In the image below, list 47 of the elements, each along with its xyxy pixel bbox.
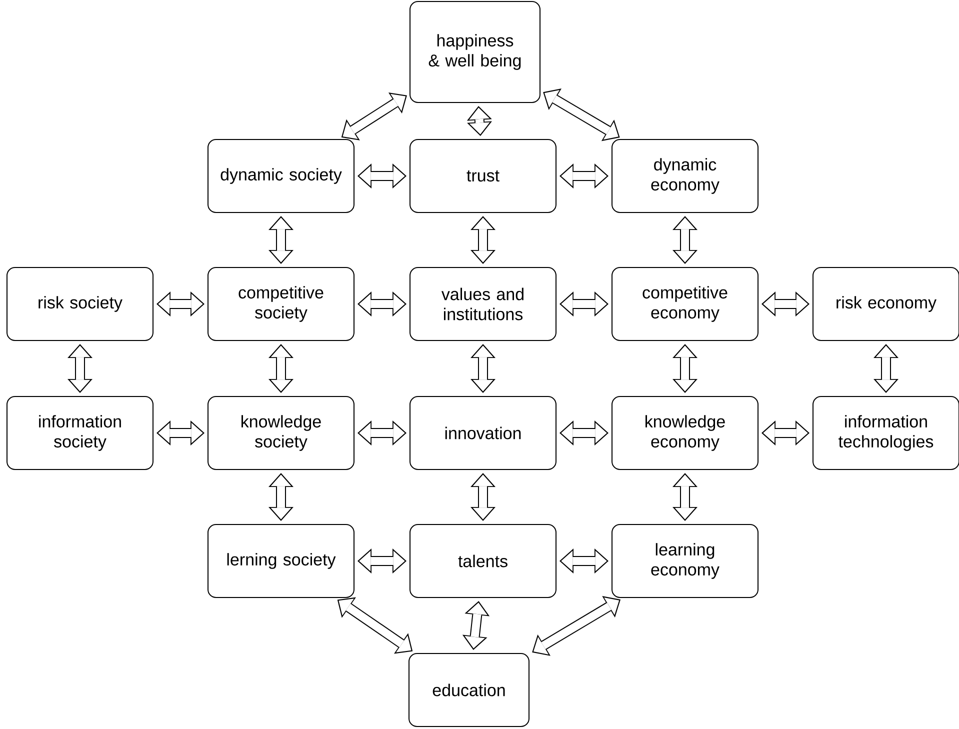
double-arrow — [462, 600, 490, 650]
double-arrow — [560, 420, 608, 446]
double-arrow — [672, 344, 698, 393]
double-arrow — [470, 344, 496, 393]
concept-box: dynamic economy — [612, 139, 758, 213]
double-arrow — [268, 473, 294, 521]
double-arrow — [543, 88, 620, 142]
concept-box: competitive economy — [612, 267, 758, 341]
double-arrow — [470, 473, 496, 521]
concept-box: education — [408, 653, 530, 727]
concept-box: learning economy — [612, 524, 758, 598]
double-arrow — [156, 292, 204, 316]
double-arrow — [358, 548, 406, 574]
double-arrow — [341, 92, 407, 140]
double-arrow — [268, 344, 294, 393]
concept-box: talents — [410, 524, 556, 598]
double-arrow — [762, 420, 810, 446]
double-arrow — [358, 292, 406, 316]
double-arrow — [358, 420, 406, 446]
double-arrow — [358, 164, 406, 188]
double-arrow — [560, 292, 608, 316]
concept-box: values and institutions — [410, 267, 556, 341]
double-arrow — [560, 164, 608, 188]
double-arrow — [532, 596, 621, 656]
double-arrow — [672, 216, 698, 264]
concept-box: trust — [410, 139, 556, 213]
double-arrow — [68, 344, 92, 393]
concept-box: risk society — [6, 267, 154, 341]
double-arrow — [672, 473, 698, 521]
concept-box: information technologies — [812, 396, 959, 470]
double-arrow — [470, 216, 496, 264]
double-arrow — [874, 344, 898, 393]
double-arrow — [560, 548, 608, 574]
concept-box: knowledge society — [208, 396, 354, 470]
concept-box: innovation — [410, 396, 556, 470]
concept-box: happiness & well being — [410, 1, 540, 103]
concept-box: risk economy — [812, 267, 959, 341]
concept-box: information society — [6, 396, 154, 470]
concept-box: knowledge economy — [612, 396, 758, 470]
double-arrow — [762, 292, 810, 316]
double-arrow — [337, 597, 413, 654]
concept-box: competitive society — [208, 267, 354, 341]
double-arrow — [156, 420, 204, 446]
double-arrow — [466, 106, 492, 136]
concept-box: dynamic society — [208, 139, 354, 213]
concept-box: lerning society — [208, 524, 354, 598]
double-arrow — [268, 216, 294, 264]
